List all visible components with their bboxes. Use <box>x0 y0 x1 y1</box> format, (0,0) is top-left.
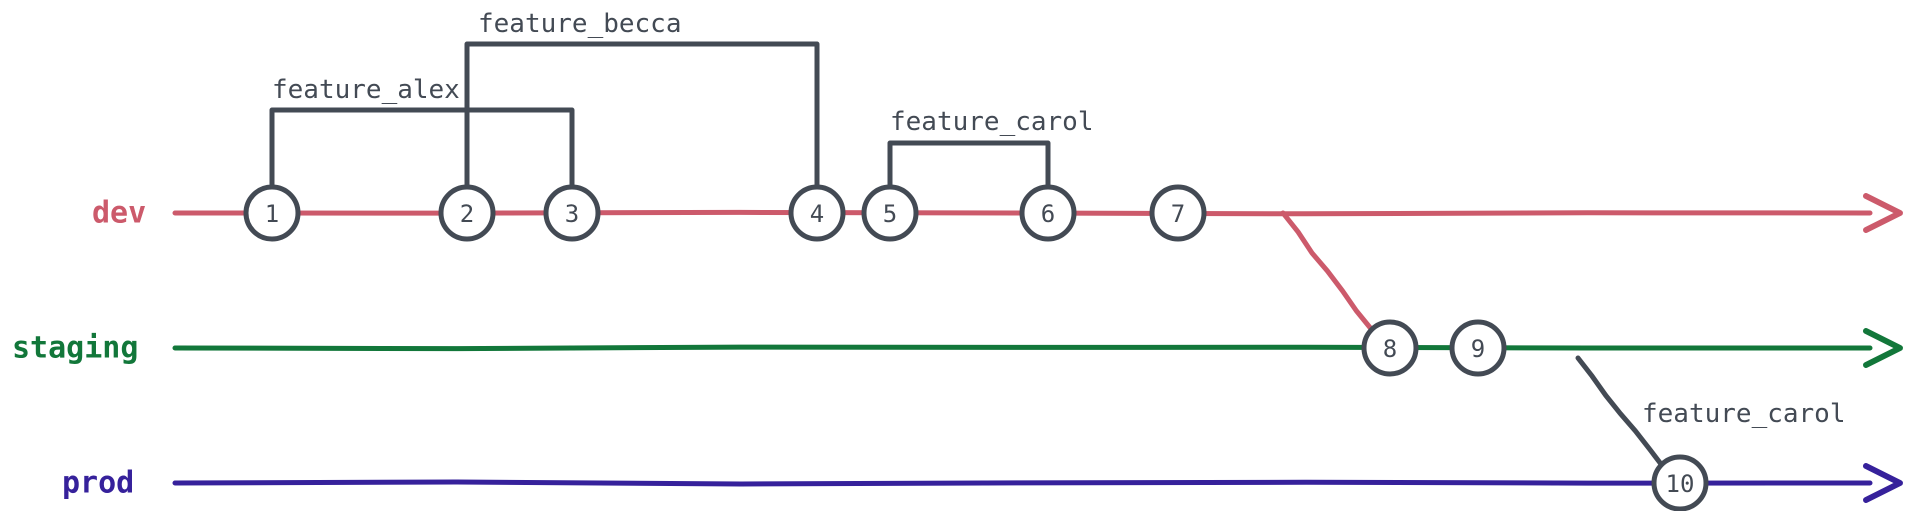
branch-label-staging: staging <box>12 331 138 366</box>
commit-circle-6[interactable] <box>1019 184 1077 242</box>
feature-brackets-group: feature_alex feature_becca feature_carol <box>269 9 1094 216</box>
feature-bracket-label-feature_alex: feature_alex <box>272 75 460 105</box>
commit-circle-10[interactable] <box>1651 454 1709 511</box>
merge-lines-group: feature_carol <box>1280 210 1846 471</box>
branch-arrow-prod <box>1863 463 1903 503</box>
commit-label-6: 6 <box>1041 200 1055 228</box>
merge-line-1 <box>1575 355 1667 471</box>
commit-circle-5[interactable] <box>861 184 919 242</box>
commit-node-5[interactable]: 5 <box>861 184 919 242</box>
commit-circle-8[interactable] <box>1361 319 1419 377</box>
commit-node-9[interactable]: 9 <box>1449 319 1507 377</box>
commit-circle-1[interactable] <box>243 184 301 242</box>
commit-node-7[interactable]: 7 <box>1149 184 1207 242</box>
commit-node-1[interactable]: 1 <box>243 184 301 242</box>
feature-bracket-feature_alex <box>269 107 575 216</box>
commit-label-1: 1 <box>265 200 279 228</box>
branch-arrow-staging <box>1863 328 1903 368</box>
branch-label-dev: dev <box>92 196 146 231</box>
commit-circle-9[interactable] <box>1449 319 1507 377</box>
commit-node-10[interactable]: 10 <box>1651 454 1709 511</box>
commit-node-2[interactable]: 2 <box>438 184 496 242</box>
commit-label-2: 2 <box>460 200 474 228</box>
commit-node-6[interactable]: 6 <box>1019 184 1077 242</box>
merge-label-feature_carol: feature_carol <box>1642 399 1846 429</box>
commit-label-7: 7 <box>1171 200 1185 228</box>
commit-circle-2[interactable] <box>438 184 496 242</box>
feature-bracket-label-feature_carol: feature_carol <box>890 107 1094 137</box>
feature-bracket-label-feature_becca: feature_becca <box>478 9 682 39</box>
commit-nodes-group: 1 2 3 4 5 6 7 8 9 10 <box>243 184 1709 511</box>
commit-node-8[interactable]: 8 <box>1361 319 1419 377</box>
branch-label-prod: prod <box>62 466 134 501</box>
commit-circle-7[interactable] <box>1149 184 1207 242</box>
branch-lines-group <box>172 193 1903 503</box>
branch-line-staging <box>172 344 1873 352</box>
commit-node-4[interactable]: 4 <box>788 184 846 242</box>
commit-circle-3[interactable] <box>543 184 601 242</box>
commit-node-3[interactable]: 3 <box>543 184 601 242</box>
commit-label-5: 5 <box>883 200 897 228</box>
commit-label-10: 10 <box>1666 470 1695 498</box>
feature-bracket-feature_becca <box>464 41 820 216</box>
commit-label-4: 4 <box>810 200 824 228</box>
branch-arrow-dev <box>1863 193 1903 233</box>
commit-label-9: 9 <box>1471 335 1485 363</box>
commit-label-3: 3 <box>565 200 579 228</box>
feature-bracket-feature_carol <box>887 140 1051 216</box>
commit-label-8: 8 <box>1383 335 1397 363</box>
commit-circle-4[interactable] <box>788 184 846 242</box>
branch-labels-group: dev staging prod <box>12 196 146 501</box>
merge-line-0 <box>1280 210 1375 333</box>
branch-line-prod <box>172 479 1873 487</box>
